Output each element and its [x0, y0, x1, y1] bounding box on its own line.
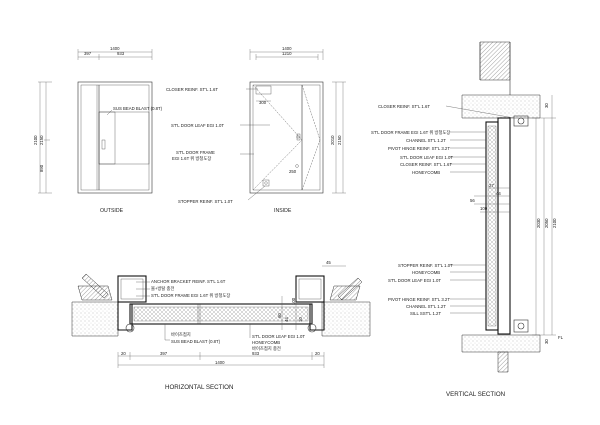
vertical-dim-b: 44: [496, 191, 501, 196]
vertical-callout-pivot: PIVOT HINGE REINF. ST'L 3.2T: [388, 146, 450, 151]
horizontal-callout-leaf: ST'L DOOR LEAF EGI 1.0T: [252, 334, 305, 339]
horizontal-callout-bottom-2: SUS BEAD BLAST (0.8T): [171, 339, 221, 344]
horizontal-dim-v2: 100: [291, 297, 296, 305]
vertical-callout-honey: HONEYCOMB: [412, 170, 440, 175]
horizontal-section: 45 60 100 44 10 20 397 933 20 1400 ANCHO…: [71, 260, 371, 391]
vertical-dim-fl: FL: [558, 335, 564, 340]
inside-dim-closer: 300: [259, 100, 267, 105]
horizontal-label: HORIZONTAL SECTION: [165, 384, 233, 391]
inside-callout-frame-2: EGI 1.6T 위 방청도장: [172, 155, 211, 162]
inside-dim-inner: 1210: [282, 51, 292, 56]
vertical-dim-a: 27: [489, 183, 494, 188]
vertical-callout-honey2: HONEYCOMB: [412, 270, 440, 275]
horizontal-dim-v4: 10: [298, 317, 303, 322]
horizontal-callout-frame: ST'L DOOR FRAME EGI 1.6T 위 방청도장: [151, 292, 230, 299]
outside-dim-h3: 890: [39, 164, 44, 172]
horizontal-callout-bottom-1: 바이즈접지: [171, 331, 191, 338]
outside-label: OUTSIDE: [100, 208, 124, 214]
vertical-dim-h2: 2050: [544, 218, 549, 228]
vertical-dim-d: 100: [480, 206, 488, 211]
horizontal-dim-d1: 20: [121, 351, 126, 356]
vertical-callout-closer2: CLOSER REINF. ST'L 1.6T: [400, 162, 452, 167]
inside-callout-frame-1: ST'L DOOR FRAME: [176, 150, 215, 155]
inside-dim-stopper: 250: [289, 169, 297, 174]
horizontal-dim-v3: 44: [284, 317, 289, 322]
horizontal-dim-v1: 60: [277, 313, 282, 318]
vertical-label: VERTICAL SECTION: [446, 391, 505, 398]
inside-dim-total: 1400: [282, 46, 292, 51]
outside-dim-h1: 2100: [33, 135, 38, 145]
outside-callout-glass: SUS BEAD BLAST (0.8T): [113, 106, 163, 111]
vertical-dim-h1: 2030: [536, 218, 541, 228]
horizontal-callout-fill2: 바이즈접지 충전: [252, 345, 281, 352]
vertical-callout-stopper: STOPPER REINF. ST'L 1.0T: [398, 263, 453, 268]
vertical-callout-frame: ST'L DOOR FRAME EGI 1.6T 위 방청도장: [371, 129, 450, 136]
inside-callout-closer: CLOSER REINF. ST'L 1.6T: [166, 87, 218, 92]
inside-dim-h1: 2010: [330, 135, 335, 145]
vertical-callout-leaf2: ST'L DOOR LEAF EGI 1.0T: [388, 278, 441, 283]
vertical-callout-channel2: CHANNEL ST'L 1.2T: [406, 304, 446, 309]
horizontal-callout-fill: 몰+방탈 충전: [151, 285, 175, 291]
outside-dim-h2: 2150: [39, 135, 44, 145]
vertical-callout-closer: CLOSER REINF. ST'L 1.6T: [378, 104, 430, 109]
horizontal-dim-d3: 933: [252, 351, 260, 356]
outside-elevation: 1400 397 933 2100 2150 890 SUS BEAD BLAS…: [33, 46, 163, 214]
inside-callout-stopper: STOPPER REINF. ST'L 1.0T: [178, 199, 233, 204]
horizontal-dim-total: 1400: [215, 360, 225, 365]
outside-dim-left: 397: [84, 51, 92, 56]
horizontal-callout-honey: HONEYCOMB: [252, 340, 280, 345]
horizontal-callout-anchor: ANCHOR BRACKET REINF. ST'L 1.6T: [151, 279, 226, 284]
vertical-dim-bottom: 30: [544, 339, 549, 344]
horizontal-dim-d2: 397: [160, 351, 168, 356]
vertical-section: 2030 2050 2100 30 30 FL 27 44 56 100 CLO…: [371, 41, 564, 398]
vertical-dim-top: 30: [544, 103, 549, 108]
outside-dim-right: 933: [117, 51, 125, 56]
vertical-callout-pivot2: PIVOT HINGE REINF. ST'L 3.2T: [388, 297, 450, 302]
vertical-callout-channel: CHANNEL ST'L 1.2T: [406, 138, 446, 143]
outside-dim-total: 1400: [110, 46, 120, 51]
inside-elevation: 1400 1210 2010 2150 300 250 CLOSER REINF…: [166, 46, 346, 214]
vertical-dim-c: 56: [470, 198, 475, 203]
inside-label: INSIDE: [274, 208, 292, 214]
vertical-callout-sill: SILL SST'L 1.2T: [410, 311, 441, 316]
vertical-callout-leaf: ST'L DOOR LEAF EGI 1.0T: [400, 155, 453, 160]
horizontal-dim-d4: 20: [315, 351, 320, 356]
inside-dim-h2: 2150: [337, 135, 342, 145]
vertical-dim-h3: 2100: [552, 218, 557, 228]
inside-callout-leaf: ST'L DOOR LEAF EGI 1.0T: [171, 123, 224, 128]
horizontal-dim-top-right: 45: [326, 260, 331, 265]
